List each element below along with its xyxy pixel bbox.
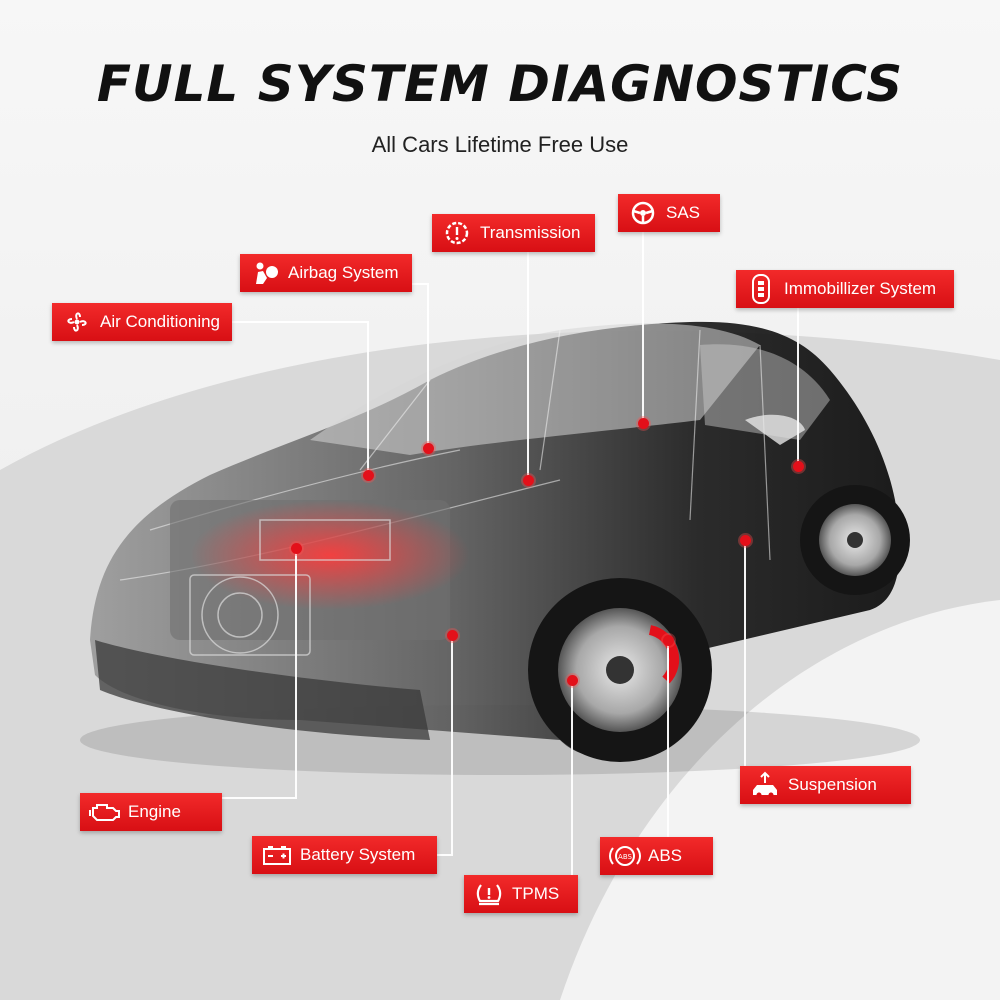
anchor-dot-engine <box>290 542 302 554</box>
anchor-dot-tpms <box>566 674 578 686</box>
warning-gear-icon <box>440 219 474 247</box>
system-tag-label: Air Conditioning <box>100 312 221 331</box>
anchor-dot-suspension <box>739 534 751 546</box>
engine-icon <box>88 798 122 826</box>
page-title: FULL SYSTEM DIAGNOSTICS <box>96 55 904 113</box>
tire-pressure-icon <box>472 880 506 908</box>
anchor-dot-air-conditioning <box>362 469 374 481</box>
system-tag-label: Immobillizer System <box>784 279 937 298</box>
steering-wheel-icon <box>626 199 660 227</box>
system-tag-tpms: TPMS <box>464 875 578 913</box>
car-key-icon <box>744 274 778 304</box>
system-tag-engine: Engine <box>80 793 222 831</box>
anchor-dot-battery <box>446 629 458 641</box>
system-tag-label: Engine <box>128 802 181 821</box>
system-tag-label: SAS <box>666 203 701 222</box>
suspension-icon <box>748 771 782 799</box>
fan-icon <box>60 308 94 336</box>
system-tag-suspension: Suspension <box>740 766 911 804</box>
system-tag-battery: Battery System <box>252 836 437 874</box>
anchor-dot-transmission <box>522 474 534 486</box>
airbag-icon <box>248 259 282 287</box>
system-tag-abs: ABS ABS <box>600 837 713 875</box>
system-tag-airbag: Airbag System <box>240 254 412 292</box>
svg-text:ABS: ABS <box>618 853 632 861</box>
page-subtitle: All Cars Lifetime Free Use <box>371 132 629 157</box>
system-tag-label: Suspension <box>788 775 877 794</box>
system-tag-label: ABS <box>648 846 683 865</box>
anchor-dot-airbag <box>422 442 434 454</box>
system-tag-transmission: Transmission <box>432 214 595 252</box>
system-tag-label: TPMS <box>512 884 560 903</box>
system-tag-immobilizer: Immobillizer System <box>736 270 954 308</box>
anchor-dot-abs <box>662 634 674 646</box>
battery-icon <box>260 841 294 869</box>
system-tag-label: Battery System <box>300 845 416 864</box>
system-tag-sas: SAS <box>618 194 720 232</box>
system-tag-label: Transmission <box>480 223 581 242</box>
system-tag-air-conditioning: Air Conditioning <box>52 303 232 341</box>
anchor-dot-immobilizer <box>792 460 804 472</box>
anchor-dot-sas <box>637 417 649 429</box>
system-tag-label: Airbag System <box>288 263 399 282</box>
abs-icon: ABS <box>608 842 642 870</box>
